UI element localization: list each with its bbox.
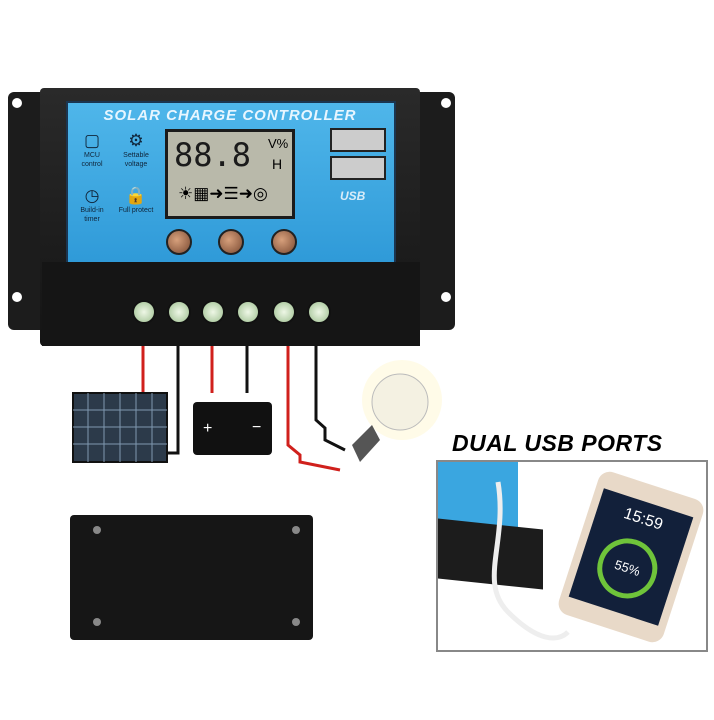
terminal-block (42, 262, 420, 346)
battery-icon: + − (193, 402, 272, 455)
controller-title: SOLAR CHARGE CONTROLLER (103, 107, 357, 124)
terminal-screw (236, 300, 260, 324)
terminal-screw (307, 300, 331, 324)
terminal-screw (132, 300, 156, 324)
phone-time: 15:59 (621, 505, 665, 534)
chip-icon: ▢ (83, 131, 101, 150)
terminal-screw (167, 300, 191, 324)
usb-cable (491, 481, 570, 641)
usb-port-1 (330, 128, 386, 152)
svg-text:+: + (203, 420, 212, 437)
usb-label: USB (340, 189, 366, 203)
light-bulb-icon (352, 360, 442, 462)
lock-icon: 🔒 (125, 186, 147, 205)
gear-icon: ⚙ (128, 131, 144, 150)
lcd-display: 88.8 V% H ☀▦➜☰➜◎ (165, 129, 295, 219)
svg-text:−: − (252, 419, 261, 436)
lcd-flow-icons: ☀▦➜☰➜◎ (178, 184, 268, 203)
lcd-units-bottom: H (272, 156, 283, 172)
feature-timer: ◷Build-in timer (74, 186, 110, 224)
feature-protect: 🔒Full protect (118, 186, 154, 214)
wire-solar-negative (168, 346, 180, 455)
usb-port-2 (330, 156, 386, 180)
clock-icon: ◷ (84, 186, 100, 205)
inset-heading: DUAL USB PORTS (452, 430, 663, 456)
wire-load-negative (314, 346, 346, 452)
feature-settable-voltage: ⚙Settable voltage (118, 131, 154, 169)
terminal-screw (272, 300, 296, 324)
back-cover (70, 515, 313, 640)
lcd-digits: 88.8 (174, 136, 252, 174)
phone-battery: 55% (589, 530, 666, 607)
usb-inset-photo: 15:59 55% (436, 460, 708, 652)
controller-closeup (438, 462, 518, 527)
down-button[interactable] (271, 229, 297, 255)
terminal-screw (201, 300, 225, 324)
solar-panel-icon (72, 392, 168, 463)
lcd-units-top: V% (268, 136, 289, 151)
menu-button[interactable] (166, 229, 192, 255)
feature-mcu: ▢MCU control (74, 131, 110, 169)
wire-load-positive (286, 346, 341, 472)
up-button[interactable] (218, 229, 244, 255)
